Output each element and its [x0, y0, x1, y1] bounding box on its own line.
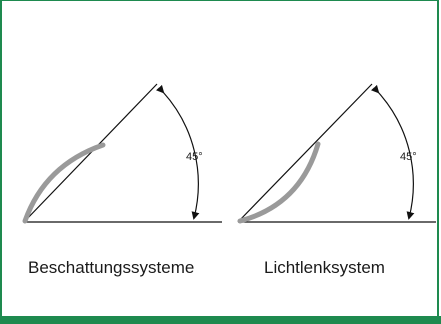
light-redirection-diagram: 45°	[237, 83, 436, 224]
shading-arc	[22, 142, 106, 224]
angle-arc	[156, 84, 200, 220]
caption-light-redirection-system: Lichtlenksystem	[264, 258, 385, 277]
shading-system-diagram: 45°	[22, 83, 222, 224]
incline-45-line	[237, 83, 373, 223]
diagram-canvas: 45° 45°	[22, 83, 436, 224]
bottom-accent-bar	[0, 316, 441, 324]
angle-arc	[371, 84, 415, 220]
light-redirection-arc	[237, 141, 321, 224]
angle-label: 45°	[400, 151, 417, 163]
angle-label: 45°	[186, 151, 203, 163]
incline-45-line	[23, 83, 158, 223]
caption-shading-systems: Beschattungssysteme	[28, 258, 195, 277]
